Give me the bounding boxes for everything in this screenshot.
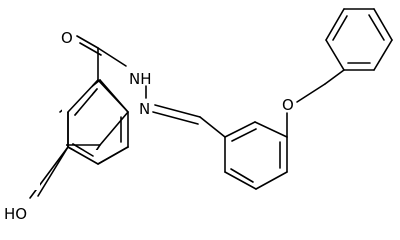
chemical-structure-diagram: HO O NH N O <box>4 8 393 220</box>
benzyl-phenyl-ring <box>325 8 393 71</box>
hydroxyl-label: HO <box>4 205 27 220</box>
hydroxyphenyl-ring-bonds-redraw <box>67 79 129 165</box>
imine-double-bond <box>152 111 199 125</box>
carbonyl-double-bond <box>76 35 99 49</box>
amide-nh-label: NH <box>129 70 152 88</box>
imine-bond <box>154 104 201 118</box>
oh-bond-link <box>37 146 69 197</box>
amide-bond <box>97 47 127 67</box>
benzylidene-ring <box>199 116 288 190</box>
ether-ch2-bond <box>296 83 326 103</box>
carbonyl-double-bond-2 <box>79 42 102 56</box>
ch2-phenyl-bond <box>324 69 345 85</box>
hydrazone-n-label: N <box>139 100 150 118</box>
ether-oxygen-label: O <box>282 96 294 114</box>
carbonyl-oxygen-label: O <box>61 29 73 47</box>
